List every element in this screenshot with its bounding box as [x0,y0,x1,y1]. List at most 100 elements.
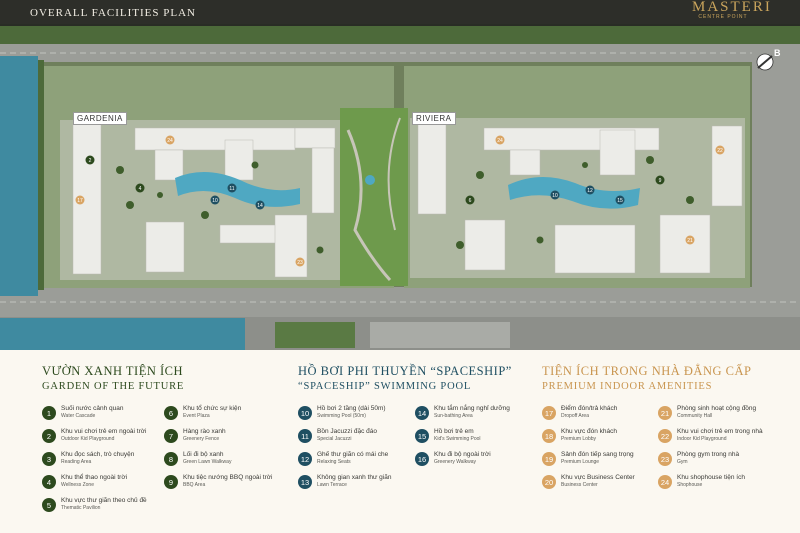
svg-text:15: 15 [617,198,623,204]
legend-label-en: Special Jacuzzi [317,436,352,442]
legend-indoor: TIỆN ÍCH TRONG NHÀ ĐẲNG CẤP PREMIUM INDO… [540,350,800,533]
legend-label-en: Greenery Walkway [434,459,477,465]
legend-label-en: Relaxing Seats [317,459,351,465]
page-title: OVERALL FACILITIES PLAN [30,7,196,19]
gate-label: B [774,48,781,58]
legend-label-vi: Hồ bơi 2 tầng (dài 50m) [317,405,386,412]
legend-number: 21 [658,406,672,420]
legend-item: 10 Hồ bơi 2 tầng (dài 50m)Swimming Pool (… [298,405,386,420]
legend-label-vi: Khu vực đón khách [561,428,618,435]
logo-main-text: MASTERI [692,0,772,15]
svg-text:12: 12 [587,188,593,194]
legend-garden: VƯỜN XANH TIỆN ÍCH GARDEN OF THE FUTURE … [0,350,290,533]
legend-number: 10 [298,406,312,420]
legend-number: 5 [42,498,56,512]
svg-text:21: 21 [687,238,693,244]
legend-label-en: Shophouse [677,482,703,488]
legend-number: 22 [658,429,672,443]
legend-label-en: Community Hall [677,413,713,419]
garden-title-en: GARDEN OF THE FUTURE [42,381,185,392]
legend-number: 3 [42,452,56,466]
legend-label-en: Indoor Kid Playground [677,436,727,442]
indoor-title-en: PREMIUM INDOOR AMENITIES [542,381,713,392]
svg-text:4: 4 [139,186,142,192]
legend-number: 7 [164,429,178,443]
legend-number: 17 [542,406,556,420]
svg-text:10: 10 [552,193,558,199]
legend-label-vi: Khu thể thao ngoài trời [61,474,128,481]
legend-label-en: Reading Area [61,459,92,465]
legend-label-en: Dropoff Area [561,413,589,419]
block-label-riviera: RIVIERA [412,112,456,125]
legend-label-en: Business Center [561,482,598,488]
legend-label-vi: Khu vực Business Center [561,474,635,481]
legend-label-en: Water Cascade [61,413,96,419]
legend-label-vi: Phòng gym trong nhà [677,451,740,458]
legend-label-en: Outdoor Kid Playground [61,436,115,442]
brand-logo: MASTERI CENTRE POINT [692,0,772,20]
legend-label-en: BBQ Area [183,482,206,488]
svg-text:11: 11 [229,186,234,192]
svg-text:24: 24 [167,138,173,144]
svg-text:2: 2 [89,158,92,164]
legend-label-vi: Hồ bơi trẻ em [434,428,474,435]
legend-number: 23 [658,452,672,466]
legend-number: 4 [42,475,56,489]
legend-label-vi: Khu vui chơi trẻ em trong nhà [677,428,763,435]
pool-title-vi: HỒ BƠI PHI THUYỀN “SPACESHIP” [298,364,512,378]
legend-label-vi: Khu đọc sách, trò chuyện [61,451,135,458]
svg-text:24: 24 [497,138,503,144]
legend-number: 11 [298,429,312,443]
legend-number: 2 [42,429,56,443]
legend-number: 18 [542,429,556,443]
legend-label-vi: Bồn Jacuzzi đặc đáo [317,428,377,435]
legend-label-vi: Không gian xanh thư giãn [317,474,392,481]
legend-label-en: Event Plaza [183,413,210,419]
legend-label-vi: Khu tiệc nướng BBQ ngoài trời [183,474,273,481]
legend-label-en: Sun-bathing Area [434,413,473,419]
garden-title-vi: VƯỜN XANH TIỆN ÍCH [42,364,184,378]
legend-label-en: Kid's Swimming Pool [434,436,481,442]
legend-label-vi: Suối nước cảnh quan [61,405,124,412]
legend-number: 24 [658,475,672,489]
site-plan-drawing: 2 4 10 11 14 24 17 23 10 12 15 24 21 22 … [0,0,800,350]
legend-label-en: Premium Lobby [561,436,597,442]
legend-number: 13 [298,475,312,489]
legend-label-vi: Khu vực thư giãn theo chủ đề [61,497,147,504]
header-bar: OVERALL FACILITIES PLAN [0,0,800,26]
legend-label-en: Greenery Fence [183,436,220,442]
legend-label-vi: Ghế thư giãn có mái che [317,451,389,458]
legend-label-en: Gym [677,459,688,465]
indoor-title-vi: TIỆN ÍCH TRONG NHÀ ĐẲNG CẤP [542,364,752,378]
legend-label-vi: Khu tổ chức sự kiện [183,405,242,412]
legend-label-en: Premium Lounge [561,459,600,465]
svg-text:22: 22 [717,148,723,154]
svg-text:17: 17 [77,198,83,204]
legend-number: 12 [298,452,312,466]
legend-label-en: Swimming Pool (50m) [317,413,366,419]
legend-number: 14 [415,406,429,420]
legend-label-vi: Khu shophouse tiện ích [677,474,745,481]
legend-pool: HỒ BƠI PHI THUYỀN “SPACESHIP” “SPACESHIP… [290,350,540,533]
legend-label-vi: Khu đi bộ ngoài trời [434,451,491,458]
legend-number: 19 [542,452,556,466]
svg-text:6: 6 [469,198,472,204]
site-plan-map: 2 4 10 11 14 24 17 23 10 12 15 24 21 22 … [0,0,800,350]
